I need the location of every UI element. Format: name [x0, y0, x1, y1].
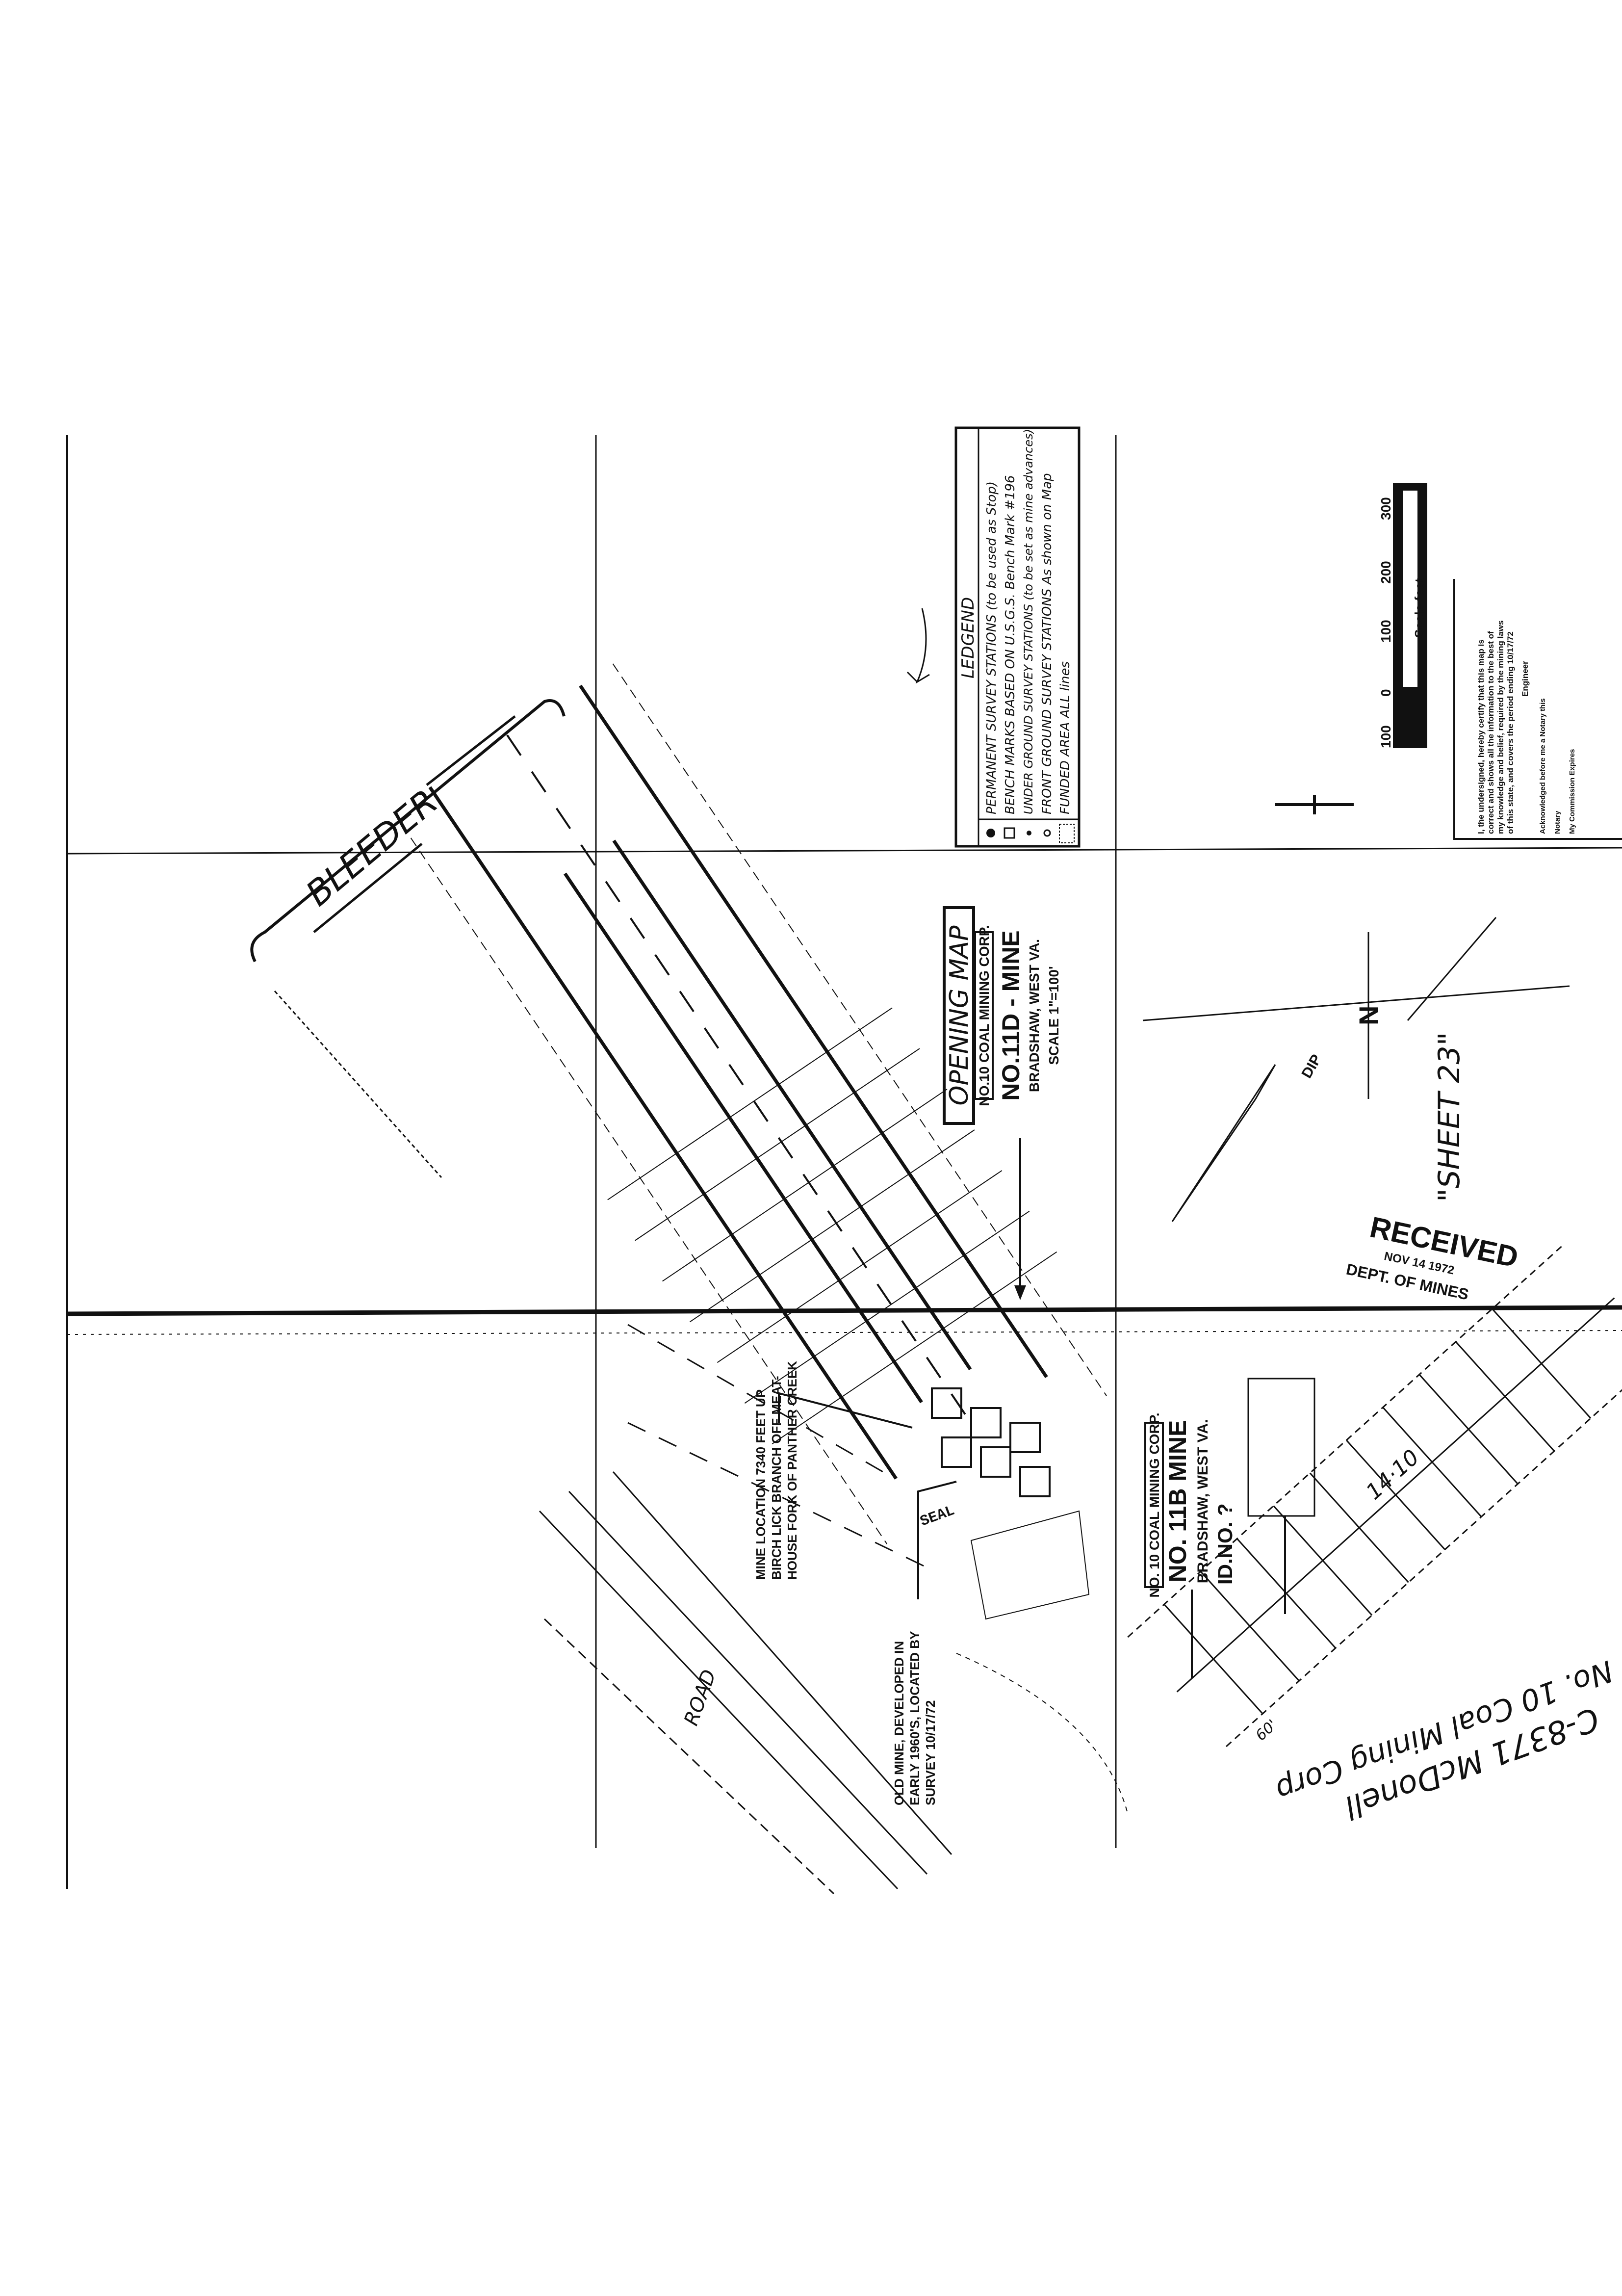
company-name: NO. 10 COAL MINING CORP. — [1147, 1412, 1162, 1597]
legend-item: FRONT GROUND SURVEY STATIONS As shown on… — [1040, 473, 1055, 814]
certificate: I, the undersigned, hereby certify that … — [1453, 579, 1622, 840]
panel-label: 14·10 — [1362, 1445, 1424, 1505]
legend-item: FUNDED AREA ALL lines — [1058, 661, 1073, 814]
svg-text:EARLY 1960'S, LOCATED BY: EARLY 1960'S, LOCATED BY — [907, 1631, 922, 1805]
bleeder-label: BLEEDER — [298, 782, 445, 914]
legend-item: BENCH MARKS BASED ON U.S.G.S. Bench Mark… — [1003, 475, 1018, 814]
legend-item: PERMANENT SURVEY STATIONS (to be used as… — [984, 481, 999, 814]
north-label: N — [1353, 1006, 1384, 1025]
svg-text:My Commission Expires: My Commission Expires — [1568, 749, 1576, 834]
svg-text:Notary: Notary — [1553, 810, 1562, 834]
svg-text:of this state, and covers the: of this state, and covers the period end… — [1506, 631, 1515, 834]
sheet-label: "SHEET 23" — [1432, 1032, 1467, 1202]
svg-text:I, the undersigned, hereby cer: I, the undersigned, hereby certify that … — [1476, 639, 1486, 834]
svg-text:OLD MINE, DEVELOPED IN: OLD MINE, DEVELOPED IN — [892, 1641, 906, 1805]
arrow-icon — [906, 608, 930, 684]
main-entries — [392, 663, 1107, 1544]
company-name: NO.10 COAL MINING CORP. — [977, 925, 992, 1106]
svg-text:200: 200 — [1378, 561, 1393, 584]
sheet-grid — [66, 435, 1622, 1889]
arrow-down-icon — [1014, 1285, 1026, 1300]
svg-text:Engineer: Engineer — [1520, 661, 1530, 697]
legend-item: UNDER GROUND SURVEY STATIONS (to be set … — [1022, 429, 1035, 814]
mine-id: ID.NO. ? — [1213, 1503, 1236, 1585]
svg-text:SURVEY 10/17/72: SURVEY 10/17/72 — [923, 1700, 938, 1805]
dimension-label: 60' — [1252, 1716, 1281, 1744]
svg-text:300: 300 — [1378, 497, 1393, 520]
svg-text:100: 100 — [1378, 620, 1393, 643]
road-label: ROAD — [680, 1667, 721, 1728]
survey-station-symbol — [986, 829, 995, 837]
mine-location: BRADSHAW, WEST VA. — [1027, 939, 1042, 1092]
svg-text:Acknowledged before me a Notar: Acknowledged before me a Notary this — [1539, 698, 1547, 834]
roads — [539, 1324, 953, 1895]
dip-label: DIP — [1298, 1052, 1325, 1081]
handwritten-note: C-8371 McDonell No. 10 Coal Mining Corp — [1271, 1653, 1618, 1826]
mine-name: NO. 11B MINE — [1164, 1420, 1191, 1583]
bench-mark-symbol — [1004, 827, 1015, 839]
legend: LEDGEND PERMANENT SURVEY STATIONS (to be… — [906, 426, 1081, 848]
north-arrow: N DIP — [1142, 795, 1570, 1222]
opening-map-title: OPENING MAP — [945, 925, 974, 1106]
scale-bar: 100 0 100 200 300 Scale feet — [1378, 483, 1427, 748]
svg-text:100: 100 — [1378, 725, 1393, 748]
svg-text:0: 0 — [1378, 689, 1393, 697]
map-scale: SCALE 1"=100' — [1046, 966, 1061, 1065]
mine-location-note: MINE LOCATION 7340 FEET UP BIRCH LICK BR… — [753, 1361, 913, 1580]
legend-title: LEDGEND — [958, 597, 978, 678]
svg-text:Scale feet: Scale feet — [1412, 578, 1427, 638]
underground-station-symbol — [1027, 831, 1031, 835]
svg-text:my knowledge and belief, requi: my knowledge and belief, required by the… — [1496, 621, 1505, 834]
title-block-11d: OPENING MAP NO.10 COAL MINING CORP. NO.1… — [943, 906, 1061, 1300]
svg-text:HOUSE FORK OF PANTHER CREEK: HOUSE FORK OF PANTHER CREEK — [785, 1361, 799, 1580]
bleeder-entries: BLEEDER — [250, 699, 566, 1178]
title-block-11b: NO. 10 COAL MINING CORP. NO. 11B MINE BR… — [1144, 1378, 1315, 1678]
portal-workings — [931, 1387, 1129, 1816]
seal-label: SEAL — [918, 1503, 957, 1531]
received-stamp: RECEIVED NOV 14 1972 DEPT. OF MINES — [1345, 1210, 1521, 1303]
mine-name: NO.11D - MINE — [997, 930, 1025, 1100]
svg-text:BIRCH LICK BRANCH OFF MEAT-: BIRCH LICK BRANCH OFF MEAT- — [769, 1376, 784, 1580]
funded-area-symbol — [1059, 824, 1075, 843]
old-mine-note: OLD MINE, DEVELOPED IN EARLY 1960'S, LOC… — [892, 1481, 957, 1805]
mine-location: BRADSHAW, WEST VA. — [1195, 1419, 1211, 1583]
svg-text:correct and shows all the info: correct and shows all the information to… — [1486, 631, 1495, 834]
compass-icon — [1275, 795, 1354, 814]
front-station-symbol — [1043, 829, 1051, 837]
svg-text:MINE LOCATION 7340 FEET UP: MINE LOCATION 7340 FEET UP — [753, 1389, 768, 1580]
